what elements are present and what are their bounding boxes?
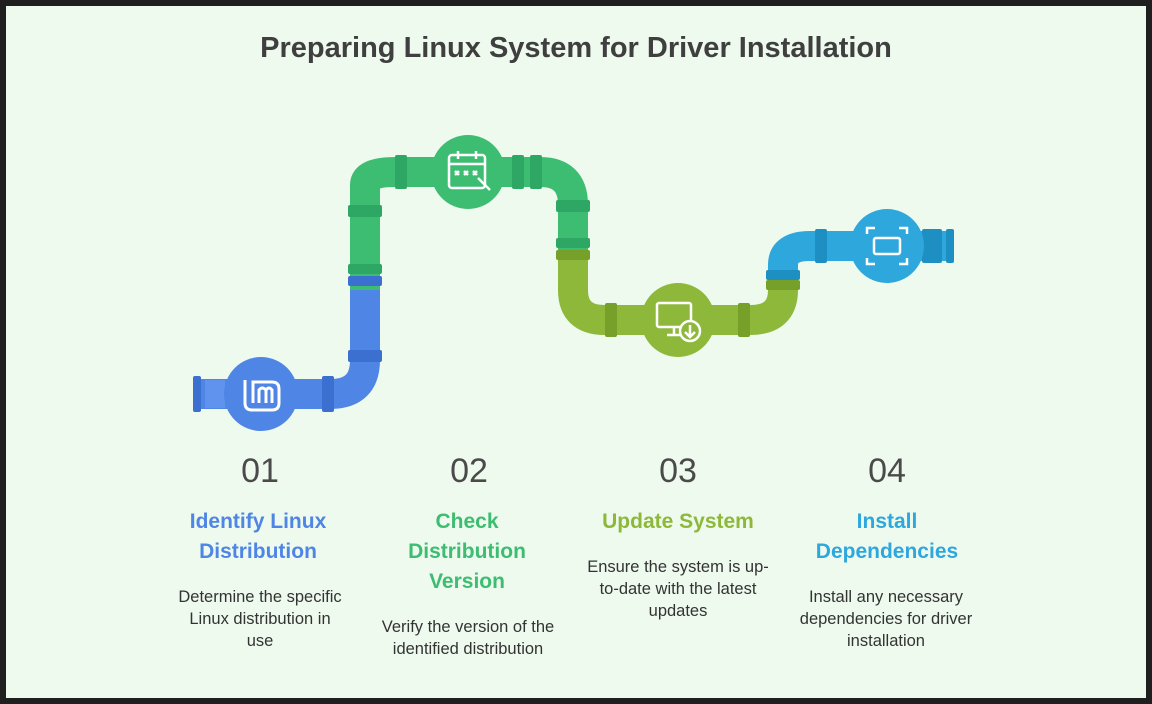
step-1-description: Determine the specific Linux distributio…: [178, 588, 342, 650]
linux-mint-logo-icon: [243, 380, 281, 412]
scan-frame-icon: [865, 226, 909, 266]
step-2-description: Verify the version of the identified dis…: [381, 618, 555, 658]
step-2-number: 02: [450, 452, 488, 490]
step-4-number: 04: [868, 452, 906, 490]
step-1-number: 01: [241, 452, 279, 490]
pipe-segment-4: [768, 231, 950, 282]
step-1-node: [224, 357, 298, 431]
pipe-flanges: [193, 155, 954, 412]
canvas: [6, 6, 1146, 698]
step-4-node: [850, 209, 924, 283]
page-title: Preparing Linux System for Driver Instal…: [260, 32, 892, 64]
step-2-heading: Check Distribution Version: [408, 510, 526, 593]
step-3-heading: Update System: [602, 510, 754, 533]
step-4-description: Install any necessary dependencies for d…: [799, 588, 973, 650]
calendar-check-icon: [447, 151, 491, 191]
monitor-download-icon: [655, 301, 702, 343]
step-3-description: Ensure the system is up-to-date with the…: [587, 558, 769, 620]
step-4-heading: Install Dependencies: [815, 510, 959, 563]
step-2-node: [431, 135, 505, 209]
step-3-node: [641, 283, 715, 357]
step-3-number: 03: [659, 452, 697, 490]
step-1-heading: Identify Linux Distribution: [189, 510, 327, 563]
